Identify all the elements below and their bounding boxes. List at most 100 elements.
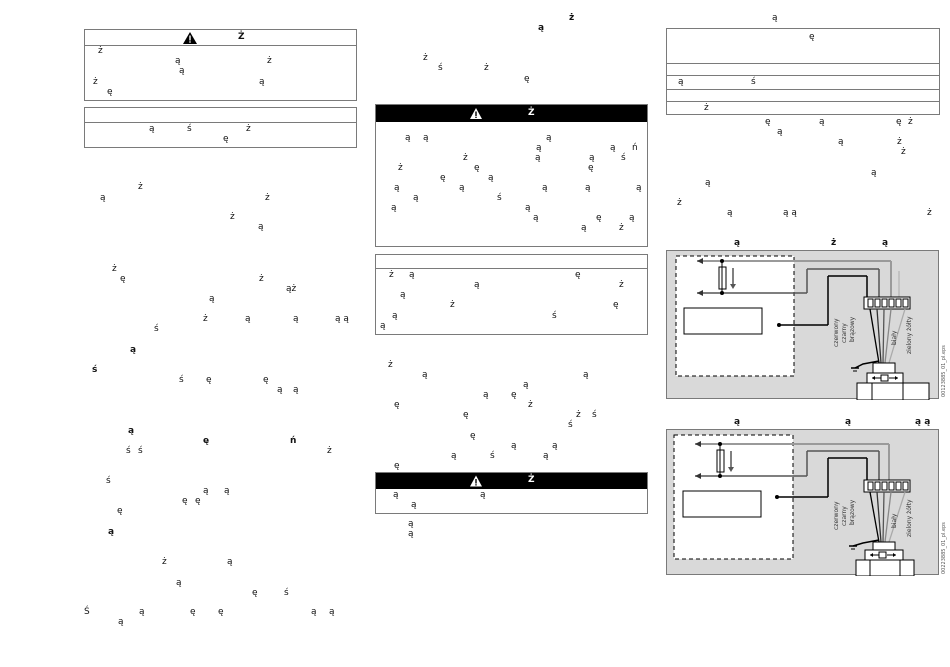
glyph: ą [413, 193, 419, 203]
glyph: ą [405, 133, 411, 143]
glyph: ś [179, 375, 184, 385]
glyph: ę [203, 436, 210, 446]
glyph: ę [263, 375, 269, 385]
glyph: ą [411, 500, 417, 510]
glyph: Ś [84, 607, 90, 617]
glyph: ę [463, 410, 469, 420]
glyph: ą [536, 143, 542, 153]
glyph: ą [394, 183, 400, 193]
wiring-diagram-top: czerwony czarny brązowy biały zielony żó… [666, 250, 939, 400]
glyph: ę [596, 213, 602, 223]
wiring-diagram-top-svg [675, 255, 930, 400]
glyph: ą [523, 380, 529, 390]
glyph: ą [175, 56, 181, 66]
glyph: ą [128, 426, 135, 436]
glyph: ę [218, 607, 224, 617]
glyph: ą [293, 314, 299, 324]
glyph: ą [149, 124, 155, 134]
glyph: ą [538, 23, 545, 33]
glyph: ą [118, 617, 124, 627]
glyph: ą [293, 385, 299, 395]
glyph: ąż [286, 284, 297, 294]
glyph: ę [809, 32, 815, 42]
glyph: ą [543, 451, 549, 461]
glyph: ś [106, 476, 111, 486]
diagram-title-glyph: ą [734, 417, 741, 427]
glyph: ś [154, 324, 159, 334]
glyph: ą [678, 77, 684, 87]
glyph: ś [490, 451, 495, 461]
glyph: ę [524, 74, 530, 84]
glyph: ę [394, 461, 400, 471]
glyph: ż [388, 360, 393, 370]
glyph: ż [259, 274, 264, 284]
glyph: ż [704, 103, 709, 113]
wire-label-green-yellow: zielony żółty [906, 499, 913, 537]
glyph: ż [569, 13, 575, 23]
wire-label-red: czerwony [833, 501, 840, 530]
glyph: ś [592, 410, 597, 420]
glyph: ś [284, 588, 289, 598]
glyph: ę [613, 300, 619, 310]
glyph: ę [575, 270, 581, 280]
glyph: ą [488, 173, 494, 183]
diagram-title-glyph: ż [831, 238, 837, 248]
glyph: ś [438, 63, 443, 73]
glyph: ą [422, 370, 428, 380]
glyph: ż [389, 270, 394, 280]
glyph: ą [258, 222, 264, 232]
glyph: ą [245, 314, 251, 324]
glyph: ż [463, 153, 468, 163]
warning-title-glyph: Ż [238, 32, 245, 42]
glyph: ą [838, 137, 844, 147]
glyph: ą [100, 193, 106, 203]
diagram-title-glyph: ą ą [915, 417, 931, 427]
table-divider [667, 89, 939, 90]
glyph: ą [542, 183, 548, 193]
glyph: ą [393, 490, 399, 500]
glyph: ą [525, 203, 531, 213]
diagram-title-glyph: ą [734, 238, 741, 248]
glyph: ę [206, 375, 212, 385]
wire-label-white: biały [891, 330, 898, 345]
glyph: ż [908, 117, 913, 127]
glyph: ż [203, 314, 208, 324]
glyph: ę [182, 496, 188, 506]
glyph: ą [392, 311, 398, 321]
warning-icon [465, 105, 487, 122]
glyph: ż [677, 198, 682, 208]
glyph: ą [203, 486, 209, 496]
glyph: ś [126, 446, 131, 456]
note-box-2-header [376, 255, 647, 269]
warning-box-3: Ż ą ą ą [375, 472, 648, 514]
glyph: ż [398, 163, 403, 173]
glyph: ę [896, 117, 902, 127]
glyph: ą ą [783, 208, 797, 218]
glyph: ś [568, 420, 573, 430]
glyph: ą [179, 66, 185, 76]
glyph: ę [474, 163, 480, 173]
glyph: ą [176, 578, 182, 588]
glyph: ś [497, 193, 502, 203]
glyph: ą [581, 223, 587, 233]
glyph: ę [107, 87, 113, 97]
glyph: ż [267, 56, 272, 66]
diagram-title-glyph: ą [882, 238, 889, 248]
glyph: ż [528, 400, 533, 410]
glyph: ą [777, 127, 783, 137]
wire-label-brown: brązowy [849, 499, 856, 525]
wire-label-black: czarny [841, 323, 848, 343]
glyph: ą [130, 345, 137, 355]
figure-ref-top: 00123885_01_pl.eps [941, 345, 947, 397]
spec-table: ę ą ś ż [666, 28, 940, 115]
glyph: ą [610, 143, 616, 153]
glyph: ą [209, 294, 215, 304]
glyph: ę [252, 588, 258, 598]
warning-icon [183, 32, 197, 44]
glyph: ą [459, 183, 465, 193]
glyph: ą [391, 203, 397, 213]
glyph: ą [423, 133, 429, 143]
glyph: ś [621, 153, 626, 163]
glyph: ą [511, 441, 517, 451]
glyph: ą [400, 290, 406, 300]
